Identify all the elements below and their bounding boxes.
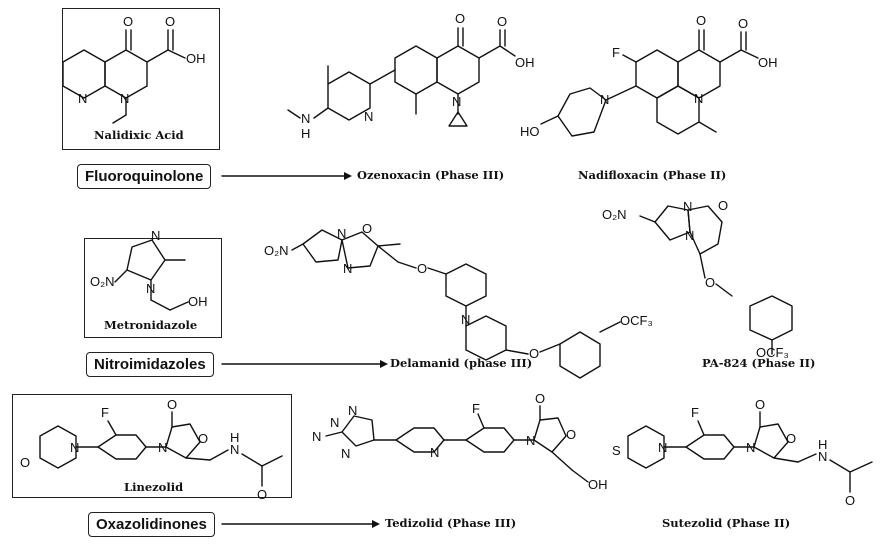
atom-label: O [705, 275, 716, 290]
linezolid-structure [39, 411, 283, 487]
atom-label: OH [588, 477, 608, 492]
atom-label: N [452, 94, 462, 109]
atom-label: N [430, 445, 440, 460]
atom-label: O [165, 14, 176, 29]
atom-label: O [497, 14, 508, 29]
atom-label: O [845, 493, 856, 508]
atom-label: N [746, 440, 756, 455]
atom-label: N [301, 111, 311, 126]
ozenoxacin-structure [287, 27, 516, 127]
arrow-head-nitroimidazoles [380, 360, 388, 368]
atom-label: O₂N [602, 207, 627, 222]
atom-label: N [78, 91, 88, 106]
caption-nadifloxacin: Nadifloxacin (Phase II) [578, 168, 727, 182]
atom-label: O₂N [264, 243, 289, 258]
caption-nalidixic-acid: Nalidixic Acid [94, 128, 184, 142]
atom-label: O [123, 14, 134, 29]
atom-label: N [461, 312, 471, 327]
atom-label: N [683, 199, 693, 214]
nalidixic-acid-box [62, 8, 220, 150]
atom-label: O [718, 198, 729, 213]
atom-label: H [230, 430, 240, 445]
atom-label: N [337, 226, 347, 241]
atom-label: OH [188, 294, 208, 309]
atom-label: HO [520, 124, 540, 139]
atom-label: O [529, 346, 540, 361]
atom-label: N [151, 228, 161, 243]
atom-label: N [600, 92, 610, 107]
atom-label: OH [758, 55, 778, 70]
class-label-fluoroquinolone: Fluoroquinolone [77, 164, 212, 189]
sutezolid-structure [627, 411, 873, 493]
atom-label: O [696, 13, 707, 28]
atom-label: O [417, 261, 428, 276]
atom-label: N [341, 446, 351, 461]
atom-label: N [685, 228, 695, 243]
caption-linezolid: Linezolid [124, 480, 184, 494]
atom-label: N [364, 109, 374, 124]
metronidazole-box [84, 238, 222, 338]
atom-label: O [362, 221, 373, 236]
class-label-nitroimidazoles: Nitroimidazoles [86, 352, 214, 377]
atom-label: F [691, 405, 699, 420]
atom-label: O [566, 427, 577, 442]
atom-label: N [312, 429, 322, 444]
pa824-structure [639, 205, 793, 355]
atom-label: O [535, 391, 546, 406]
atom-label: N [658, 440, 668, 455]
caption-tedizolid: Tedizolid (Phase III) [385, 516, 517, 530]
caption-metronidazole: Metronidazole [104, 318, 198, 332]
nadifloxacin-structure [540, 29, 759, 137]
atom-label: H [301, 126, 311, 141]
atom-label: N [70, 440, 80, 455]
class-label-oxazolidinones: Oxazolidinones [88, 512, 215, 537]
atom-label: O [20, 455, 31, 470]
atom-label: O [167, 397, 178, 412]
atom-label: N [146, 281, 156, 296]
delamanid-structure [291, 229, 621, 379]
atom-label: O [738, 16, 749, 31]
nalidixic-acid-structure [62, 29, 186, 124]
atom-label: F [472, 401, 480, 416]
atom-label: N [348, 403, 358, 418]
atom-label: O [786, 431, 797, 446]
arrow-head-oxazolidinones [372, 520, 380, 528]
caption-ozenoxacin: Ozenoxacin (Phase III) [357, 168, 505, 182]
atom-label: N [158, 440, 168, 455]
atom-label: N [230, 442, 240, 457]
tedizolid-structure [325, 405, 589, 483]
atom-label: O [198, 431, 209, 446]
atom-label: OH [515, 55, 535, 70]
linezolid-box [12, 394, 292, 498]
arrows [221, 175, 381, 525]
atom-label: F [612, 45, 620, 60]
atom-label: OCF₃ [756, 345, 789, 360]
atom-label: OCF₃ [620, 313, 653, 328]
atom-label: N [343, 261, 353, 276]
caption-pa824: PA-824 (Phase II) [702, 356, 816, 370]
metronidazole-structure [114, 239, 189, 311]
caption-delamanid: Delamanid (phase III) [390, 356, 533, 370]
atom-label: F [101, 405, 109, 420]
atom-label: N [694, 91, 704, 106]
atom-label: OH [186, 51, 206, 66]
atom-label: N [330, 415, 340, 430]
atom-label: N [526, 433, 536, 448]
atom-label: O [455, 11, 466, 26]
atom-label: O [755, 397, 766, 412]
atom-label: N [120, 91, 130, 106]
atom-label: S [612, 443, 621, 458]
arrow-head-fluoroquinolone [344, 172, 352, 180]
atom-label: O₂N [90, 274, 115, 289]
atom-label: O [257, 487, 268, 502]
atom-label: H [818, 437, 828, 452]
atom-label: N [818, 449, 828, 464]
caption-sutezolid: Sutezolid (Phase II) [662, 516, 791, 530]
